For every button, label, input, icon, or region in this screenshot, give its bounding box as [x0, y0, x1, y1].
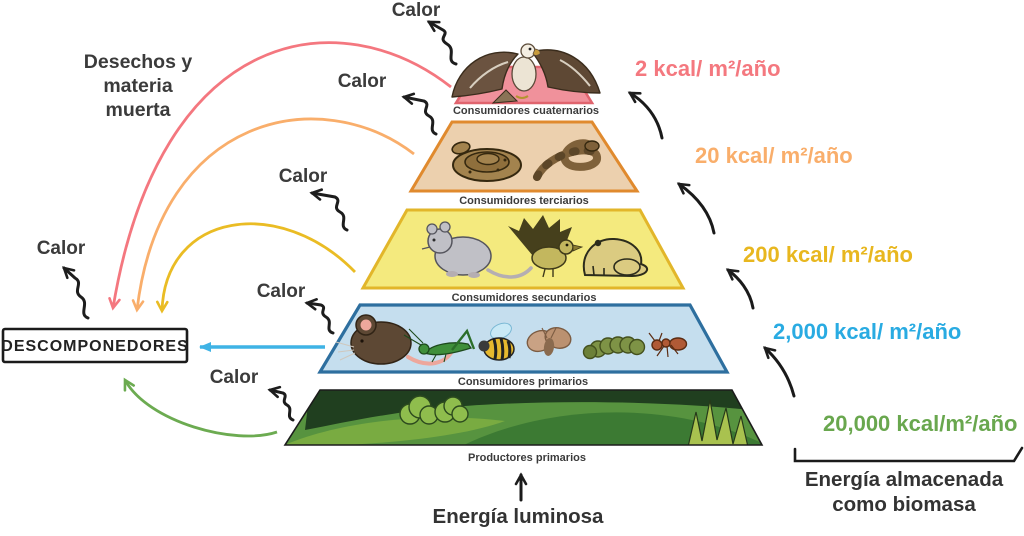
energy-up-arrow-1	[627, 91, 664, 140]
calor-label-quaternary: Calor	[392, 0, 441, 21]
energy-output-column: 2 kcal/ m²/año 20 kcal/ m²/año 200 kcal/…	[627, 56, 1017, 436]
trophic-level-quaternary-consumers: Consumidores cuaternarios	[451, 43, 601, 117]
trophic-level-tertiary-consumers: Consumidores terciarios	[408, 120, 640, 207]
decomposers-label: DESCOMPONEDORES	[1, 338, 188, 355]
energy-producers: 20,000 kcal/m²/año	[823, 411, 1017, 436]
energy-up-arrow-2	[676, 182, 716, 235]
biomass-caption: Energía almacenada como biomasa	[793, 446, 1024, 516]
calor-label-decomposers: Calor	[37, 238, 86, 259]
waste-line-3: muerta	[105, 99, 170, 121]
waste-line-1: Desechos y	[84, 51, 193, 73]
heat-squiggle-primary	[304, 298, 335, 335]
waste-arrow-tertiary	[131, 117, 415, 313]
energy-up-arrow-3	[725, 268, 755, 310]
rat-icon	[421, 221, 533, 279]
decomposers-box: DESCOMPONEDORES	[1, 327, 189, 364]
waste-arrow-producers	[123, 377, 278, 438]
primary-consumers-label: Consumidores primarios	[458, 376, 588, 388]
light-energy-input: Energía luminosa	[433, 472, 604, 528]
waste-caption: Desechos y materia muerta	[84, 51, 193, 121]
shrubs-icon	[399, 395, 469, 425]
heat-squiggle-quaternary	[426, 20, 458, 66]
calor-label-primary: Calor	[257, 281, 306, 302]
moth-icon	[526, 327, 572, 356]
biomass-line-2: como biomasa	[832, 493, 976, 516]
heat-squiggle-decomposers	[62, 266, 90, 320]
trophic-level-producers: Productores primarios	[283, 389, 764, 464]
calor-label-tertiary: Calor	[338, 71, 387, 92]
calor-label-producers: Calor	[210, 367, 259, 388]
quaternary-consumers-label: Consumidores cuaternarios	[453, 105, 599, 117]
heat-arrows: Calor Calor Calor Calor Calor Calor	[37, 0, 458, 422]
decomposer-flow-arrows	[108, 41, 452, 438]
songbird-icon	[508, 215, 584, 278]
biomass-bracket	[793, 446, 1024, 463]
waste-arrow-secondary	[155, 222, 357, 314]
toad-icon	[582, 237, 649, 278]
grasshopper-icon	[403, 328, 476, 363]
energy-primary: 2,000 kcal/ m²/año	[773, 319, 961, 344]
producers-label: Productores primarios	[468, 452, 586, 464]
energy-quaternary: 2 kcal/ m²/año	[635, 56, 781, 81]
heat-squiggle-producers	[267, 385, 295, 422]
trophic-level-primary-consumers: Consumidores primarios	[317, 303, 730, 388]
heat-squiggle-tertiary	[401, 92, 438, 136]
biomass-line-1: Energía almacenada	[805, 468, 1004, 491]
hawk-icon	[451, 43, 601, 104]
heat-squiggle-secondary	[309, 188, 349, 232]
ant-icon	[648, 332, 688, 358]
coiled-snake-icon	[451, 141, 522, 182]
caterpillar-icon	[582, 336, 646, 360]
tertiary-consumers-label: Consumidores terciarios	[459, 195, 589, 207]
grass-tuft-icon	[687, 399, 749, 445]
trophic-level-secondary-consumers: Consumidores secundarios	[360, 208, 686, 304]
primary-consumers-slab	[320, 305, 727, 372]
secondary-consumers-label: Consumidores secundarios	[452, 292, 597, 304]
mouse-icon	[335, 314, 454, 366]
light-energy-label: Energía luminosa	[433, 505, 604, 528]
curving-snake-icon	[533, 139, 601, 181]
waste-line-2: materia	[103, 75, 173, 97]
waste-arrow-quaternary	[108, 41, 452, 311]
bee-icon	[478, 322, 515, 361]
energy-secondary: 200 kcal/ m²/año	[743, 242, 913, 267]
energy-up-arrow-4	[763, 346, 796, 398]
energy-tertiary: 20 kcal/ m²/año	[695, 143, 853, 168]
grassland-illustration	[285, 390, 762, 445]
calor-label-secondary: Calor	[279, 166, 328, 187]
